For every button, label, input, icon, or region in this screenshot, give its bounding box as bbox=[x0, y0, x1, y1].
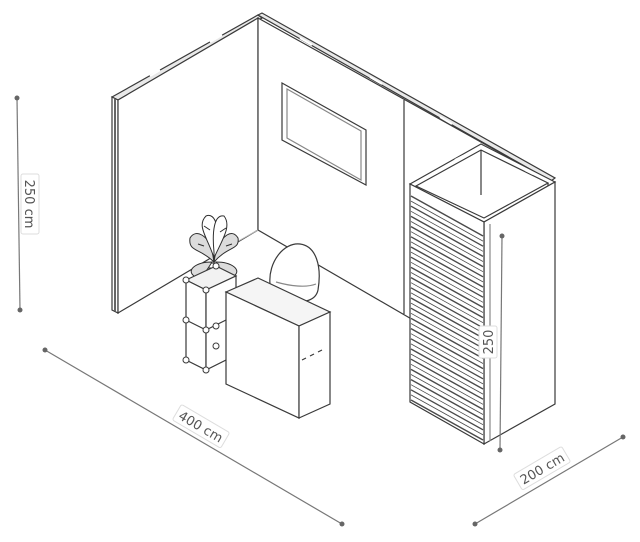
shutter-slat bbox=[410, 225, 484, 268]
shutter-slat bbox=[410, 251, 484, 293]
shutter-slat bbox=[410, 312, 484, 354]
shutter-slat bbox=[410, 205, 484, 247]
counter-edge-dash bbox=[301, 349, 323, 361]
shutter-slat bbox=[410, 333, 484, 375]
shutter-slat bbox=[410, 231, 484, 273]
shutter-slat bbox=[410, 307, 484, 349]
shutter-slat bbox=[410, 215, 484, 258]
cabin-top-dash bbox=[429, 155, 534, 177]
left-wall bbox=[110, 14, 264, 315]
shutter-slat bbox=[410, 272, 484, 313]
shutter-slat bbox=[410, 302, 484, 344]
shutter-slat bbox=[410, 236, 484, 278]
shutter-slat bbox=[410, 389, 484, 431]
shutter-slat bbox=[410, 348, 484, 390]
shutter-slat bbox=[410, 246, 484, 288]
shutter-slat bbox=[410, 343, 484, 385]
shutter-slat bbox=[410, 368, 484, 411]
shutter-slat bbox=[410, 327, 484, 370]
shutter-slat bbox=[410, 200, 484, 242]
dimension-depth: 200 cm bbox=[472, 434, 626, 527]
dimension-cabin-height-label: 250 bbox=[482, 330, 497, 355]
shutter-slat bbox=[410, 353, 484, 395]
shutter-slat bbox=[410, 261, 484, 303]
shutter-slat bbox=[410, 374, 484, 415]
shutter-slat bbox=[410, 317, 484, 360]
shutter-slat bbox=[410, 276, 484, 319]
shutter-slat bbox=[410, 287, 484, 329]
shutter-slat bbox=[410, 338, 484, 380]
counter bbox=[224, 277, 332, 419]
shutter-slat bbox=[410, 241, 484, 283]
shutter-slat bbox=[410, 256, 484, 298]
shutter-slat bbox=[410, 378, 484, 421]
dimension-height-label: 250 cm bbox=[21, 180, 36, 229]
shutter-slat bbox=[410, 210, 484, 252]
shutter-slat bbox=[410, 323, 484, 364]
dimension-cabin-height: 250 bbox=[478, 233, 505, 453]
shutter-slat bbox=[410, 266, 484, 309]
shutter-slat bbox=[410, 363, 484, 405]
left-wall-top-edge-dash bbox=[149, 34, 223, 77]
wall-screen bbox=[281, 81, 367, 187]
shutter-slat bbox=[410, 195, 484, 237]
shutter-slat bbox=[410, 282, 484, 324]
shutter-slat bbox=[410, 297, 484, 339]
shutter-slat bbox=[410, 394, 484, 436]
shutter-slat bbox=[410, 384, 484, 426]
dimension-height: 250 cm bbox=[14, 95, 40, 313]
cabin-roller-shutter bbox=[410, 195, 484, 441]
shutter-slat bbox=[410, 358, 484, 400]
shutter-slat bbox=[410, 221, 484, 262]
back-wall-top-edge-dash bbox=[299, 37, 453, 125]
shutter-slat bbox=[410, 292, 484, 334]
shutter-slat bbox=[410, 399, 484, 441]
shelf-stand-knots bbox=[182, 262, 220, 374]
